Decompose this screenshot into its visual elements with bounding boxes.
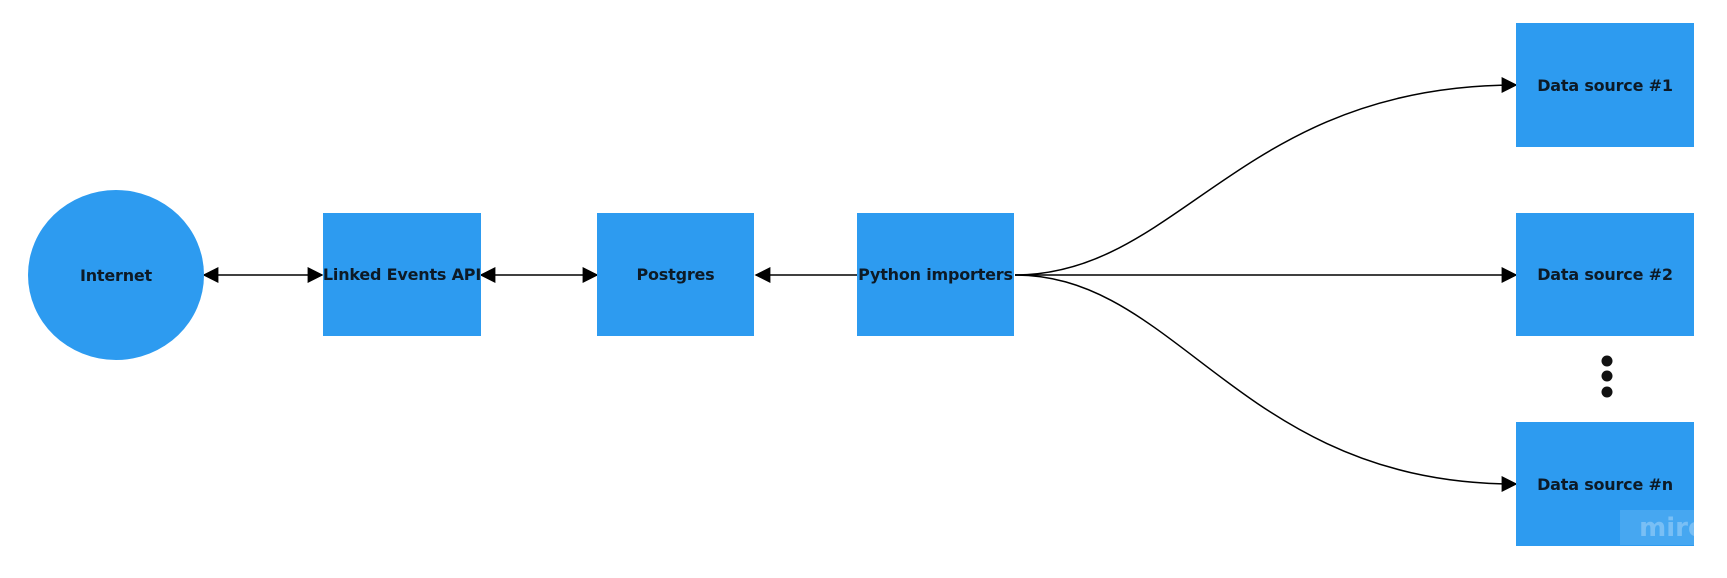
node-data-source-2[interactable]: Data source #2 bbox=[1516, 213, 1694, 336]
node-linked-events-api[interactable]: Linked Events API bbox=[323, 213, 481, 336]
node-internet[interactable]: Internet bbox=[28, 190, 204, 360]
vertical-ellipsis-icon bbox=[1601, 355, 1613, 398]
miro-watermark: miro bbox=[1620, 510, 1725, 545]
node-python-importers[interactable]: Python importers bbox=[857, 213, 1014, 336]
node-python-importers-label: Python importers bbox=[858, 265, 1013, 284]
edge-importers-source1 bbox=[1014, 77, 1518, 276]
node-data-source-1[interactable]: Data source #1 bbox=[1516, 23, 1694, 147]
node-data-source-1-label: Data source #1 bbox=[1537, 75, 1673, 95]
node-postgres[interactable]: Postgres bbox=[597, 213, 754, 336]
node-internet-label: Internet bbox=[79, 265, 153, 285]
edge-importers-sourcen bbox=[1014, 274, 1518, 492]
node-postgres-label: Postgres bbox=[636, 265, 715, 284]
node-data-source-n-label: Data source #n bbox=[1537, 474, 1673, 494]
node-linked-events-api-label: Linked Events API bbox=[322, 265, 482, 284]
node-data-source-2-label: Data source #2 bbox=[1537, 265, 1673, 284]
node-data-source-n[interactable]: Data source #n bbox=[1516, 422, 1694, 546]
miro-watermark-text: miro bbox=[1639, 512, 1706, 543]
